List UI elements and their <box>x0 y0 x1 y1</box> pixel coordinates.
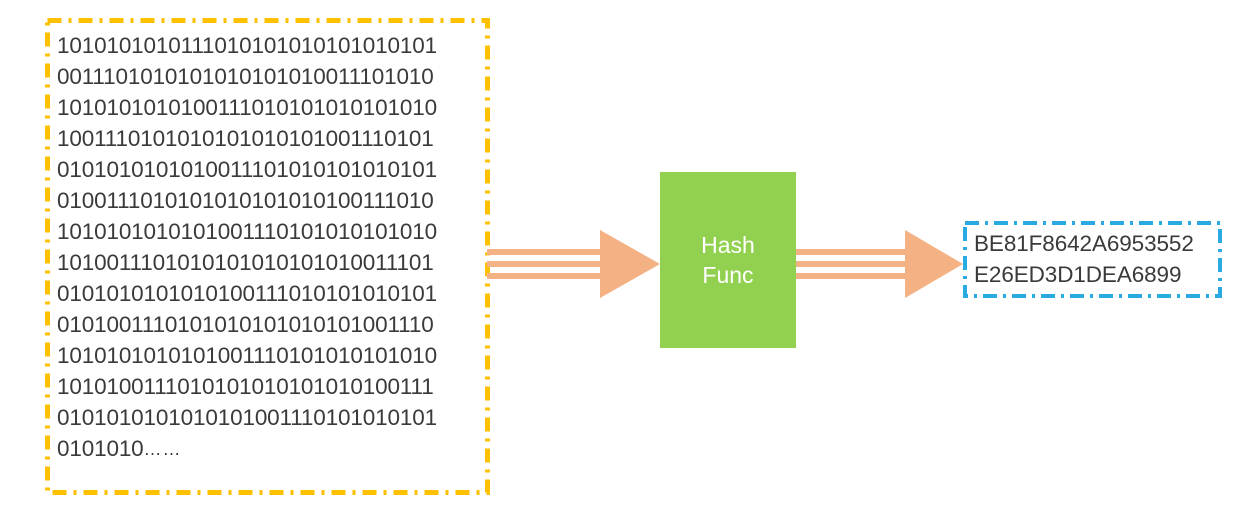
binary-line: 0101010101010100111010101010101 <box>57 281 437 306</box>
hash-box-label-line2: Func <box>702 262 754 288</box>
binary-line: 1010101010101001110101010101010 <box>57 219 437 244</box>
binary-line: 0101001110101010101010101001110 <box>57 312 434 337</box>
binary-line: 1010101010100111010101010101010 <box>57 95 437 120</box>
binary-lines-container: 1010101010111010101010101010101 00111010… <box>57 30 482 465</box>
binary-line: 1010100111010101010101010100111 <box>57 374 434 399</box>
binary-line: 0101010101010011101010101010101 <box>57 157 437 182</box>
hash-value-line: E26ED3D1DEA6899 <box>974 262 1182 287</box>
hash-lines-container: BE81F8642A6953552 E26ED3D1DEA6899 <box>974 228 1214 290</box>
binary-line: 0101010101010101001110101010101 <box>57 405 437 430</box>
hash-output-block: BE81F8642A6953552 E26ED3D1DEA6899 <box>963 221 1222 298</box>
ellipsis: …… <box>143 439 182 460</box>
binary-input-block: 1010101010111010101010101010101 00111010… <box>45 18 490 495</box>
binary-line: 1001110101010101010101001110101 <box>57 126 434 151</box>
binary-line: 1010101010101001110101010101010 <box>57 343 437 368</box>
hash-box-label-line1: Hash <box>701 232 755 258</box>
binary-line: 0100111010101010101010100111010 <box>57 188 434 213</box>
binary-line: 0011101010101010101010011101010 <box>57 64 434 89</box>
binary-line-last-text: 0101010 <box>57 436 144 461</box>
binary-line: 1010101010111010101010101010101 <box>57 33 437 58</box>
hash-function-box[interactable]: Hash Func <box>660 172 796 348</box>
binary-line-last: 0101010…… <box>57 433 482 465</box>
hash-value-line: BE81F8642A6953552 <box>974 231 1194 256</box>
arrow-hash-to-output <box>796 230 963 298</box>
binary-line: 1010011101010101010101010011101 <box>57 250 434 275</box>
arrow-input-to-hash <box>487 230 660 298</box>
